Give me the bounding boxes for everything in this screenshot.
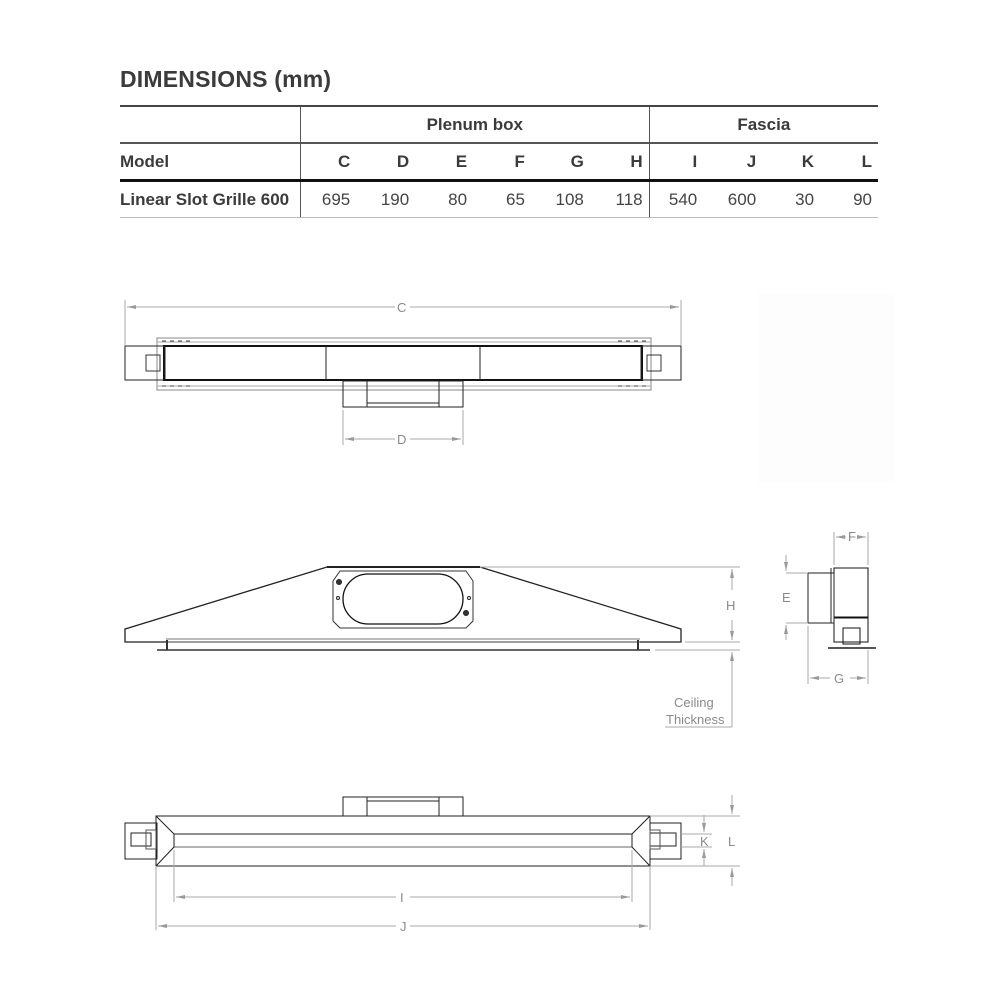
- dim-label-g: G: [834, 671, 844, 686]
- bottom-view-drawing: [124, 795, 740, 930]
- header-f: F: [473, 143, 531, 182]
- dim-label-l: L: [728, 834, 735, 849]
- header-g: G: [530, 143, 590, 182]
- group-plenum-box: Plenum box: [299, 105, 650, 144]
- column-header-row: Model C D E F G H I J K L: [120, 143, 878, 182]
- header-e: E: [415, 143, 474, 182]
- header-model: Model: [120, 143, 301, 182]
- cell-c: 695: [299, 180, 357, 218]
- top-view-drawing: [124, 300, 682, 445]
- ceiling-label-line2: Thickness: [666, 712, 725, 727]
- cell-k: 30: [762, 180, 821, 218]
- dim-label-f: F: [848, 529, 856, 544]
- table-row: Linear Slot Grille 600 695 190 80 65 108…: [120, 180, 878, 218]
- cell-g: 108: [530, 180, 590, 218]
- dim-label-j: J: [400, 919, 407, 934]
- header-d: D: [356, 143, 416, 182]
- header-l: L: [820, 143, 878, 182]
- cell-e: 80: [415, 180, 474, 218]
- page-title: DIMENSIONS (mm): [120, 66, 332, 92]
- header-i: I: [648, 143, 704, 182]
- header-k: K: [762, 143, 821, 182]
- group-fascia: Fascia: [648, 105, 878, 144]
- dim-label-k: K: [700, 834, 709, 849]
- dim-label-e: E: [782, 590, 791, 605]
- ceiling-label-line1: Ceiling: [674, 695, 714, 710]
- cell-model: Linear Slot Grille 600: [120, 180, 301, 218]
- blank-panel: [758, 293, 894, 483]
- cell-j: 600: [703, 180, 763, 218]
- group-header-row: Plenum box Fascia: [120, 105, 878, 144]
- header-j: J: [703, 143, 763, 182]
- cell-d: 190: [356, 180, 416, 218]
- dim-label-d: D: [397, 432, 406, 447]
- cell-i: 540: [648, 180, 704, 218]
- dim-label-h: H: [726, 598, 735, 613]
- cell-f: 65: [473, 180, 531, 218]
- side-view-drawing: [784, 532, 876, 684]
- front-view-drawing: [124, 566, 740, 728]
- cell-l: 90: [820, 180, 878, 218]
- group-blank-cell: [120, 105, 301, 144]
- header-h: H: [589, 143, 650, 182]
- dim-label-i: I: [400, 890, 404, 905]
- cell-h: 118: [589, 180, 650, 218]
- header-c: C: [299, 143, 357, 182]
- dim-label-c: C: [397, 300, 406, 315]
- dimensions-table: Plenum box Fascia Model C D E F G H I J …: [120, 105, 878, 218]
